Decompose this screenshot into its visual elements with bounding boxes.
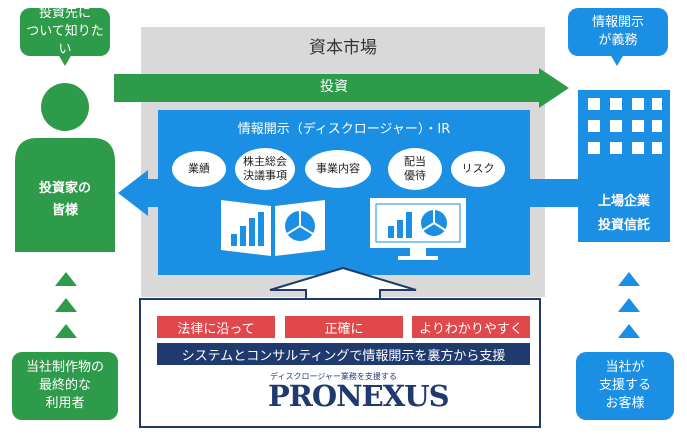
- bubble-text: 最終的な: [38, 378, 91, 393]
- issuer-label: 上場企業 投資信託: [578, 190, 670, 238]
- issuer-label-line: 上場企業: [597, 194, 650, 209]
- bubble-tail: [58, 54, 72, 66]
- client-bubble: 当社が 支援する お客様: [576, 352, 674, 420]
- pronexus-tagline: ディスクロージャー業務を支援する: [270, 372, 397, 381]
- investment-label: 投資: [320, 79, 348, 95]
- bubble-text: 当社が: [605, 360, 645, 375]
- bubble-text: 支援する: [598, 378, 651, 393]
- topic-label: 業績: [188, 162, 210, 175]
- support-statement: システムとコンサルティングで情報開示を裏方から支援: [157, 343, 530, 365]
- topic-label: 事業内容: [316, 162, 360, 175]
- topic-dividend: 配当 優待: [388, 148, 442, 190]
- building-icon: [578, 90, 670, 242]
- bubble-text: 利用者: [45, 396, 85, 411]
- topic-label: リスク: [461, 162, 495, 175]
- capital-market-title: 資本市場: [309, 38, 377, 58]
- blue-up-arrows: [618, 272, 640, 338]
- topic-label: 優待: [404, 169, 426, 182]
- investor-label: 投資家の 皆様: [15, 178, 115, 222]
- investment-arrow: [114, 68, 569, 108]
- bubble-tail: [610, 54, 624, 66]
- investor-need-bubble: 投資先に ついて知りたい: [20, 6, 110, 57]
- report-book-icon: [221, 200, 325, 256]
- disclosure-title: 情報開示（ディスクロージャー）・IR: [237, 122, 451, 137]
- topic-label: 配当: [404, 155, 426, 168]
- topic-business: 事業内容: [305, 150, 371, 188]
- bubble-text: 投資先に: [38, 6, 91, 21]
- green-up-arrows: [55, 272, 77, 338]
- bubble-text: 情報開示: [591, 15, 644, 30]
- value-label-clear: よりわかりやすく: [412, 316, 530, 338]
- investor-label-line: 皆様: [51, 203, 78, 218]
- topic-risk: リスク: [451, 151, 505, 187]
- pronexus-logo: PRONEXUS: [268, 379, 450, 413]
- value-label-legal: 法律に沿って: [157, 316, 275, 338]
- topic-label: 株主総会: [243, 155, 287, 168]
- issuer-label-line: 投資信託: [597, 218, 650, 233]
- bubble-text: お客様: [605, 396, 645, 411]
- investor-label-line: 投資家の: [38, 181, 91, 196]
- end-user-bubble: 当社制作物の 最終的な 利用者: [12, 352, 118, 420]
- investor-person-icon: [15, 83, 115, 252]
- topic-performance: 業績: [172, 151, 226, 187]
- bubble-text: ついて知りたい: [26, 24, 104, 57]
- topic-label: 決議事項: [243, 169, 287, 182]
- topic-shareholders-meeting: 株主総会 決議事項: [235, 148, 295, 190]
- bubble-text: 当社制作物の: [25, 360, 104, 375]
- issuer-duty-bubble: 情報開示 が義務: [568, 8, 668, 56]
- monitor-icon: [370, 198, 466, 260]
- bubble-text: が義務: [598, 33, 638, 48]
- value-label-accurate: 正確に: [285, 316, 403, 338]
